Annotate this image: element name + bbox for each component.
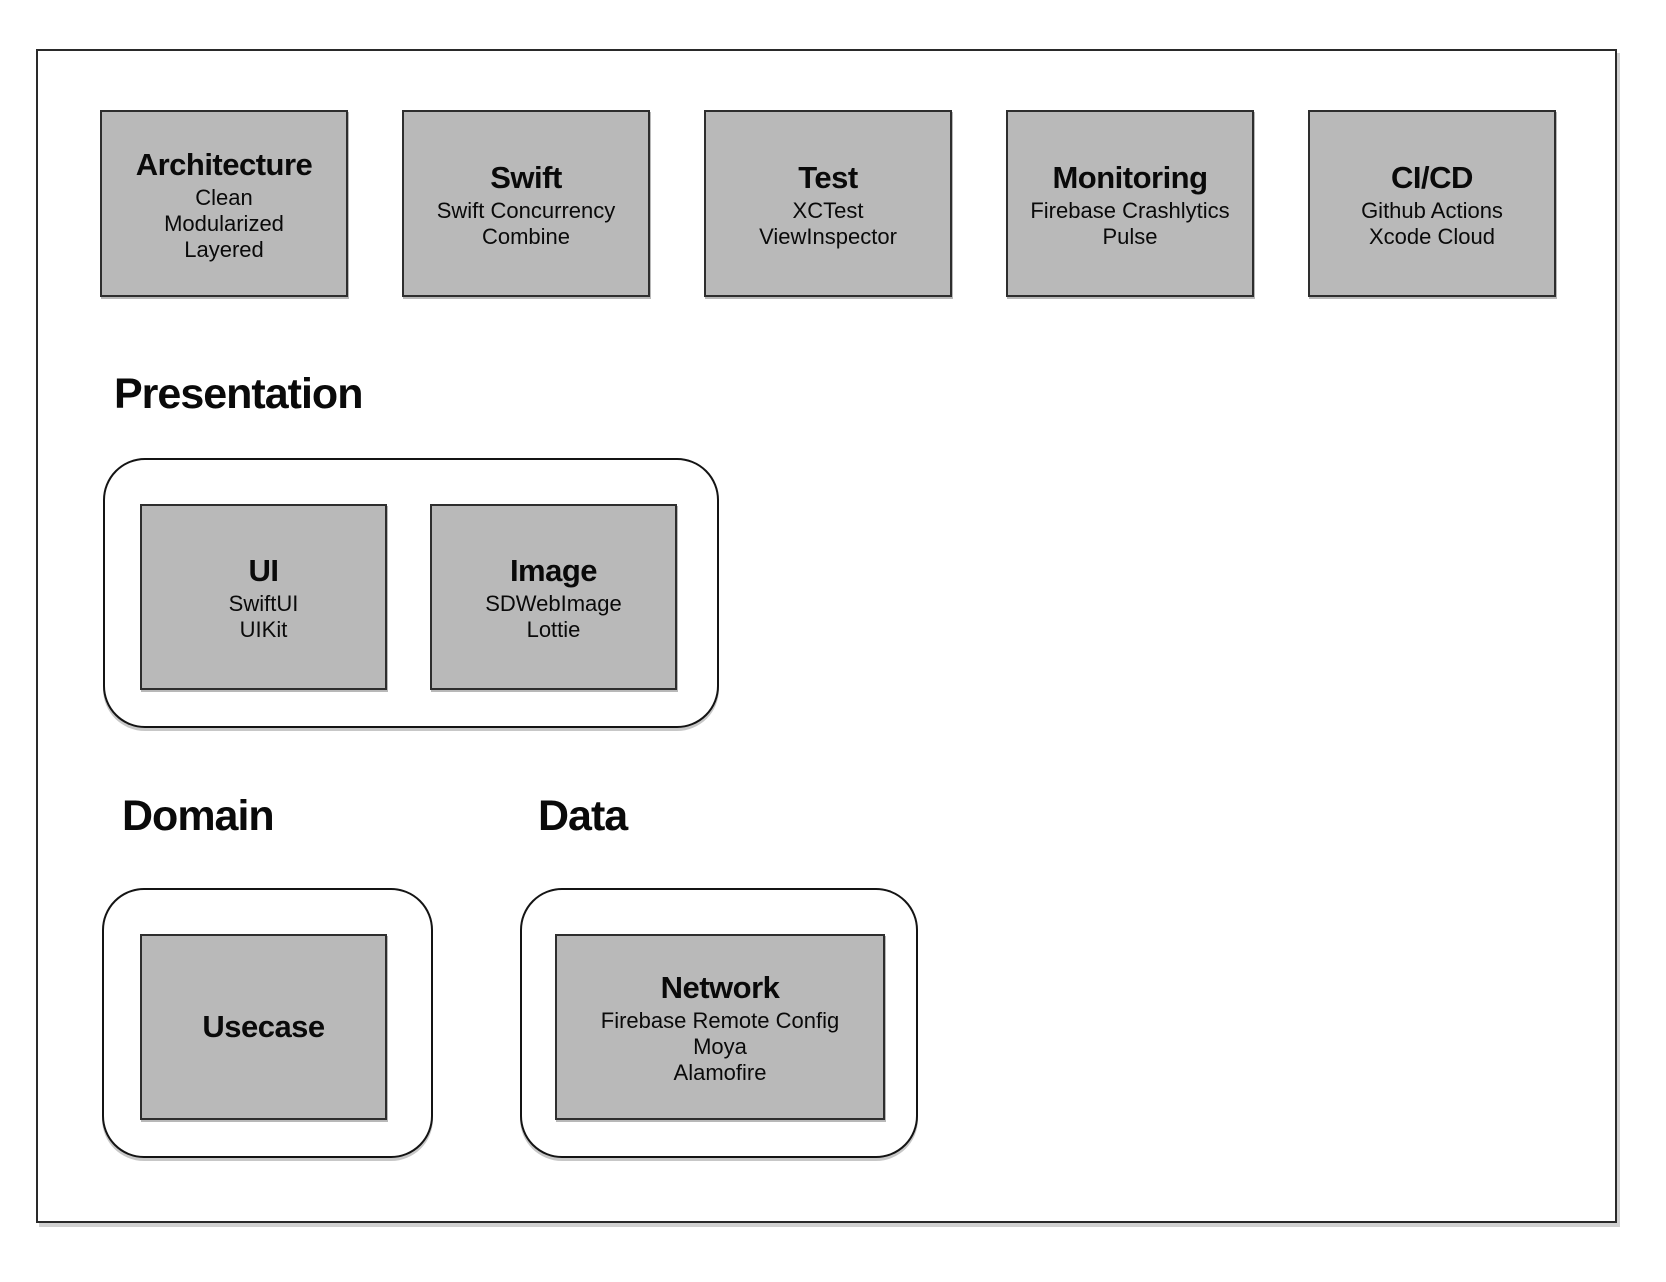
module-title: Network — [660, 970, 780, 1005]
module-item: Swift Concurrency — [436, 197, 616, 223]
data-container: Network Firebase Remote Config Moya Alam… — [520, 888, 918, 1158]
module-usecase: Usecase — [140, 934, 387, 1120]
module-item: Alamofire — [673, 1060, 767, 1085]
module-item: Moya — [693, 1034, 747, 1059]
module-item: Lottie — [526, 617, 581, 642]
module-architecture: Architecture Clean Modularized Layered — [100, 110, 348, 297]
module-title: UI — [248, 553, 280, 588]
module-ui: UI SwiftUI UIKit — [140, 504, 387, 690]
domain-container: Usecase — [102, 888, 433, 1158]
module-title: CI/CD — [1391, 159, 1473, 195]
module-item: Layered — [184, 236, 264, 262]
module-item: Firebase Remote Config — [600, 1008, 840, 1033]
section-heading-presentation: Presentation — [114, 370, 363, 418]
module-title: Usecase — [202, 1009, 325, 1044]
module-item: SDWebImage — [485, 591, 622, 616]
module-item: XCTest — [792, 197, 864, 223]
module-network: Network Firebase Remote Config Moya Alam… — [555, 934, 885, 1120]
module-item: Clean — [195, 184, 253, 210]
module-monitoring: Monitoring Firebase Crashlytics Pulse — [1006, 110, 1254, 297]
section-heading-data: Data — [538, 792, 628, 840]
module-item: Combine — [481, 223, 571, 249]
module-title: Swift — [490, 159, 562, 195]
presentation-container: UI SwiftUI UIKit Image SDWebImage Lottie — [103, 458, 719, 728]
module-title: Architecture — [135, 146, 313, 182]
module-swift: Swift Swift Concurrency Combine — [402, 110, 650, 297]
module-image: Image SDWebImage Lottie — [430, 504, 677, 690]
section-heading-domain: Domain — [122, 792, 275, 840]
module-item: Modularized — [164, 210, 284, 236]
module-item: Github Actions — [1361, 197, 1503, 223]
module-item: UIKit — [239, 617, 288, 642]
top-modules-row: Architecture Clean Modularized Layered S… — [100, 110, 1556, 297]
module-item: ViewInspector — [759, 223, 897, 249]
module-item: Firebase Crashlytics — [1030, 197, 1230, 223]
module-item: SwiftUI — [228, 591, 299, 616]
module-title: Image — [509, 553, 598, 588]
module-cicd: CI/CD Github Actions Xcode Cloud — [1308, 110, 1556, 297]
module-item: Pulse — [1102, 223, 1158, 249]
module-title: Test — [798, 159, 858, 195]
module-title: Monitoring — [1052, 159, 1208, 195]
module-item: Xcode Cloud — [1369, 223, 1495, 249]
module-test: Test XCTest ViewInspector — [704, 110, 952, 297]
